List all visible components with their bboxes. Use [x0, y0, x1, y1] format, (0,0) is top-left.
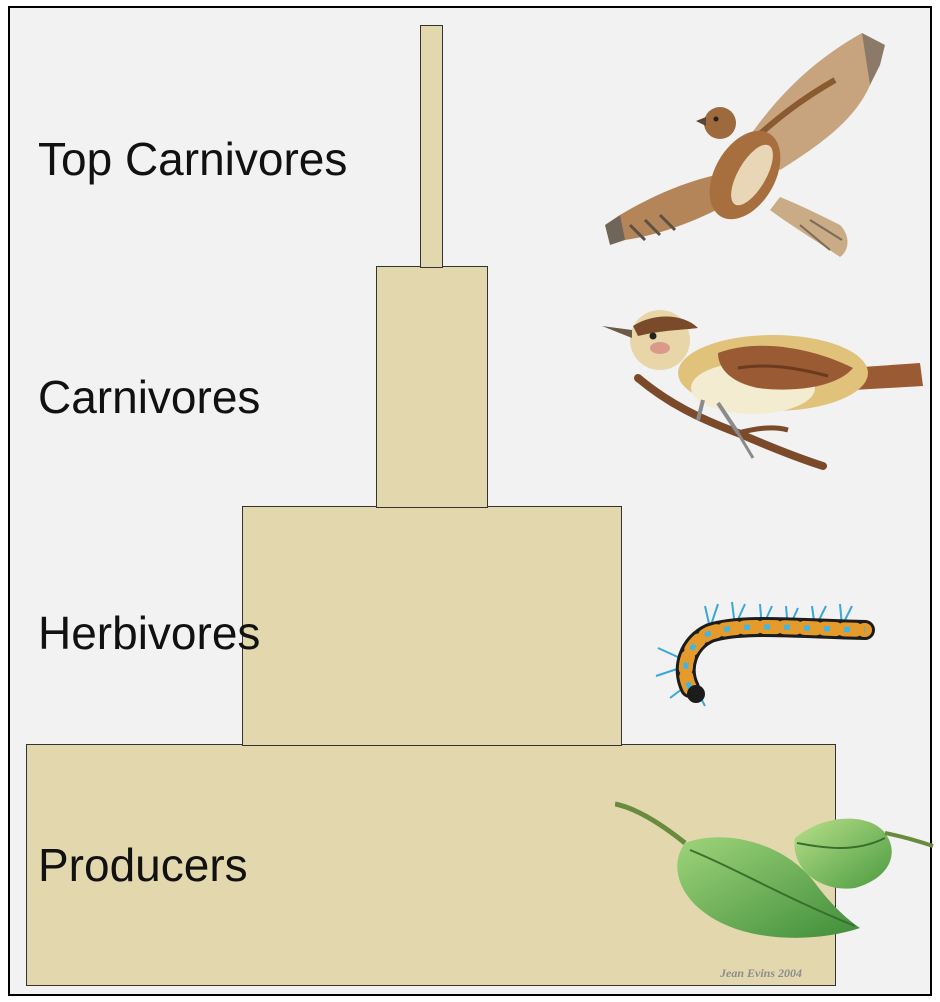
artist-credit: Jean Evins 2004 — [720, 966, 802, 981]
tier-top-carnivores — [420, 25, 443, 268]
leaves-icon — [615, 798, 935, 948]
label-producers: Producers — [38, 838, 248, 892]
caterpillar-icon — [650, 598, 880, 708]
songbird-icon — [598, 308, 928, 478]
label-carnivores: Carnivores — [38, 370, 260, 424]
tier-carnivores — [376, 266, 488, 508]
hawk-icon — [600, 25, 890, 265]
label-herbivores: Herbivores — [38, 606, 260, 660]
tier-herbivores — [242, 506, 622, 746]
label-top-carnivores: Top Carnivores — [38, 132, 347, 186]
